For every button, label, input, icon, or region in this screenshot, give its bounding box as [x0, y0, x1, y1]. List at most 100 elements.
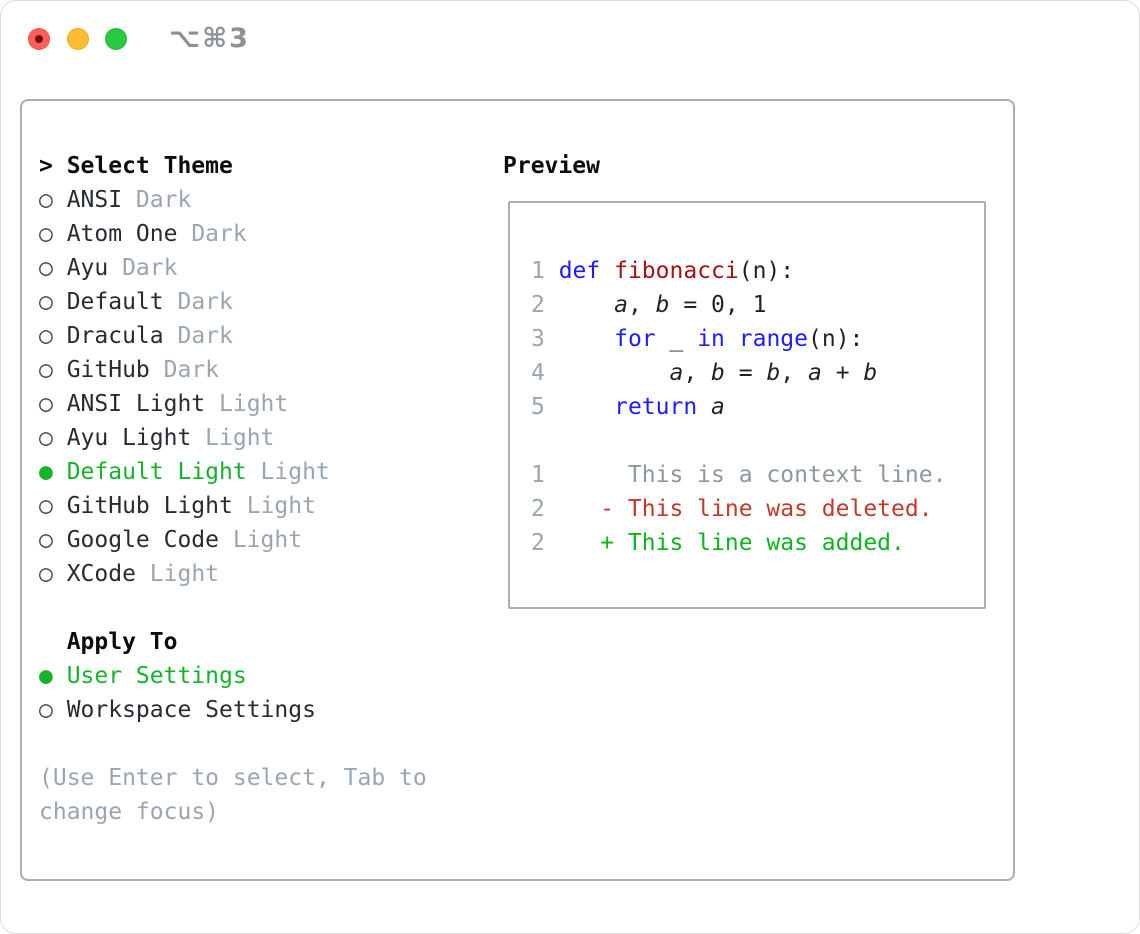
- theme-option-label: XCode: [66, 561, 136, 587]
- variable-token: b: [766, 360, 781, 386]
- preview-box: 1 def fibonacci(n): 2 a, b = 0, 1 3 for …: [508, 201, 986, 609]
- theme-variant-label: Light: [149, 561, 220, 587]
- theme-option-dracula-dark[interactable]: ○ Dracula Dark: [39, 319, 427, 353]
- diff-added-line: 2 + This line was added.: [531, 526, 984, 560]
- theme-variant-label: Light: [232, 527, 303, 553]
- radio-unselected-icon: ○: [39, 697, 53, 723]
- code-line: 3 for _ in range(n):: [531, 326, 864, 352]
- radio-unselected-icon: ○: [39, 527, 53, 553]
- diff-deleted-line: 2 - This line was deleted.: [531, 492, 984, 526]
- theme-option-label: Ayu Light: [66, 425, 192, 451]
- theme-option-label: Default Light: [66, 459, 247, 485]
- close-dot-icon: [35, 35, 43, 43]
- theme-variant-label: Light: [205, 425, 275, 451]
- radio-selected-icon: ●: [39, 663, 53, 689]
- radio-unselected-icon: ○: [39, 289, 53, 315]
- theme-list: > Select Theme ○ ANSI Dark ○ Atom One Da…: [39, 149, 427, 829]
- code-line: 5 return a: [531, 390, 984, 424]
- variable-token: b: [711, 360, 725, 386]
- theme-option-ansi-light[interactable]: ○ ANSI Light Light: [39, 387, 427, 421]
- context-text: This is a context line.: [544, 462, 947, 488]
- keyword-token: for: [614, 326, 656, 352]
- theme-variant-label: Dark: [135, 187, 192, 213]
- blank-line: [531, 424, 984, 458]
- radio-unselected-icon: ○: [39, 221, 53, 247]
- line-number: 1: [531, 462, 545, 488]
- apply-to-header: Apply To: [39, 625, 427, 659]
- radio-unselected-icon: ○: [39, 357, 53, 383]
- theme-variant-label: Dark: [177, 323, 233, 349]
- apply-option-workspace-settings[interactable]: ○ Workspace Settings: [39, 693, 427, 727]
- theme-option-label: Atom One: [66, 221, 178, 247]
- theme-variant-label: Dark: [122, 255, 178, 281]
- code-line: 4 a, b = b, a + b: [531, 360, 878, 386]
- theme-option-default-light[interactable]: ● Default Light Light: [39, 455, 427, 489]
- theme-option-atom-one-dark[interactable]: ○ Atom One Dark: [39, 217, 427, 251]
- radio-unselected-icon: ○: [39, 561, 53, 587]
- theme-variant-label: Dark: [177, 289, 233, 315]
- theme-option-label: Default: [66, 289, 164, 315]
- variable-token: b: [655, 292, 670, 318]
- keyword-token: return: [614, 394, 698, 420]
- theme-option-ansi-dark[interactable]: ○ ANSI Dark: [39, 183, 427, 217]
- variable-token: a: [614, 292, 628, 318]
- theme-option-google-code-light[interactable]: ○ Google Code Light: [39, 523, 427, 557]
- spacer-row: [39, 727, 427, 761]
- theme-variant-label: Dark: [191, 221, 247, 247]
- deleted-text: - This line was deleted.: [544, 496, 933, 522]
- line-number: 4: [531, 360, 545, 386]
- radio-unselected-icon: ○: [39, 187, 53, 213]
- line-number: 2: [531, 496, 545, 522]
- line-number: 2: [531, 530, 545, 556]
- code-line: 2 a, b = 0, 1: [531, 292, 767, 318]
- theme-option-label: Ayu: [66, 255, 109, 281]
- spacer-row: [39, 591, 427, 625]
- window-title: ⌥⌘3: [169, 23, 250, 54]
- code-line: 1 def fibonacci(n):: [531, 258, 795, 284]
- focus-prompt-icon: >: [39, 153, 53, 179]
- zoom-button[interactable]: [105, 28, 127, 50]
- variable-token: b: [863, 360, 878, 386]
- theme-option-xcode-light[interactable]: ○ XCode Light: [39, 557, 427, 591]
- variable-token: a: [808, 360, 822, 386]
- theme-option-github-light[interactable]: ○ GitHub Light Light: [39, 489, 427, 523]
- theme-option-label: Google Code: [66, 527, 220, 553]
- builtin-token: range: [738, 326, 808, 352]
- diff-context-line: 1 This is a context line.: [531, 458, 984, 492]
- apply-option-label: User Settings: [66, 663, 247, 689]
- close-button[interactable]: [28, 28, 50, 50]
- keyword-token: in: [697, 326, 725, 352]
- keyword-token: def: [558, 258, 601, 284]
- apply-option-label: Workspace Settings: [66, 697, 316, 723]
- theme-variant-label: Dark: [163, 357, 220, 383]
- theme-variant-label: Light: [246, 493, 316, 519]
- line-number: 5: [531, 394, 545, 420]
- theme-option-label: GitHub: [66, 357, 150, 383]
- theme-list-header: > Select Theme: [39, 149, 427, 183]
- function-name-token: fibonacci: [614, 258, 739, 284]
- line-number: 1: [531, 258, 545, 284]
- added-text: + This line was added.: [544, 530, 905, 556]
- theme-option-label: ANSI Light: [66, 391, 206, 417]
- apply-option-user-settings[interactable]: ● User Settings: [39, 659, 427, 693]
- theme-option-default-dark[interactable]: ○ Default Dark: [39, 285, 427, 319]
- line-number: 3: [531, 326, 545, 352]
- radio-unselected-icon: ○: [39, 323, 53, 349]
- radio-unselected-icon: ○: [39, 493, 53, 519]
- theme-option-ayu-light[interactable]: ○ Ayu Light Light: [39, 421, 427, 455]
- variable-token: a: [711, 394, 725, 420]
- theme-option-ayu-dark[interactable]: ○ Ayu Dark: [39, 251, 427, 285]
- theme-list-title: Select Theme: [66, 153, 233, 179]
- theme-variant-label: Light: [260, 459, 330, 485]
- theme-option-label: Dracula: [66, 323, 164, 349]
- apply-to-title: Apply To: [66, 629, 178, 655]
- minimize-button[interactable]: [67, 28, 89, 50]
- theme-option-github-dark[interactable]: ○ GitHub Dark: [39, 353, 427, 387]
- radio-unselected-icon: ○: [39, 255, 53, 281]
- radio-unselected-icon: ○: [39, 391, 53, 417]
- line-number: 2: [531, 292, 545, 318]
- help-text-line-1: (Use Enter to select, Tab to: [39, 765, 427, 791]
- theme-variant-label: Light: [219, 391, 289, 417]
- preview-title: Preview: [503, 153, 600, 179]
